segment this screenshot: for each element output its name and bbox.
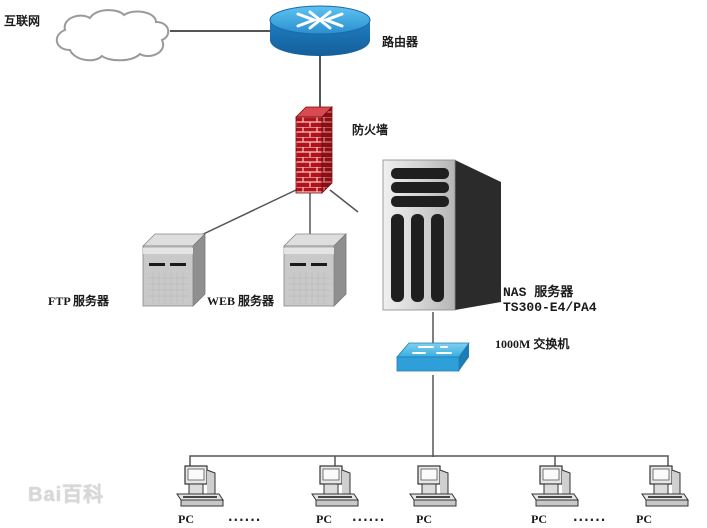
- edge-firewall-nas: [329, 189, 359, 213]
- firewall-label: 防火墙: [352, 123, 389, 137]
- connections: [170, 30, 669, 470]
- pc-label: PC: [531, 512, 547, 526]
- pc-label: PC: [316, 512, 332, 526]
- router-icon: [269, 5, 371, 56]
- baidu-baike-watermark: Bai百科: [28, 484, 105, 506]
- ftp-server-label: FTP 服务器: [48, 294, 110, 308]
- web-server-label: WEB 服务器: [207, 294, 275, 308]
- pc-icon: [409, 465, 457, 507]
- edge-firewall-ftp: [194, 189, 297, 239]
- nas-server-model-label: TS300-E4/PA4: [503, 300, 597, 315]
- pc-icon: [641, 465, 689, 507]
- pc-icon: [311, 465, 359, 507]
- ftp-server-icon: [142, 233, 206, 307]
- ellipsis: ......: [228, 510, 262, 524]
- pc-bus-line: [189, 455, 669, 470]
- pc-label: PC: [636, 512, 652, 526]
- nas-tower-server-icon: [382, 159, 501, 311]
- pc-icon: [531, 465, 579, 507]
- web-server-icon: [283, 233, 347, 307]
- switch-icon: [396, 342, 470, 372]
- ellipsis: ......: [352, 510, 386, 524]
- firewall-icon: [295, 106, 333, 194]
- router-label: 路由器: [382, 35, 419, 49]
- pc-icon: [176, 465, 224, 507]
- pc-label: PC: [416, 512, 432, 526]
- nas-server-label: NAS 服务器: [503, 285, 574, 300]
- pc-label: PC: [178, 512, 194, 526]
- ellipsis: ......: [573, 510, 607, 524]
- cloud-icon: [55, 9, 170, 62]
- internet-label: 互联网: [4, 14, 41, 28]
- switch-label: 1000M 交换机: [495, 337, 570, 351]
